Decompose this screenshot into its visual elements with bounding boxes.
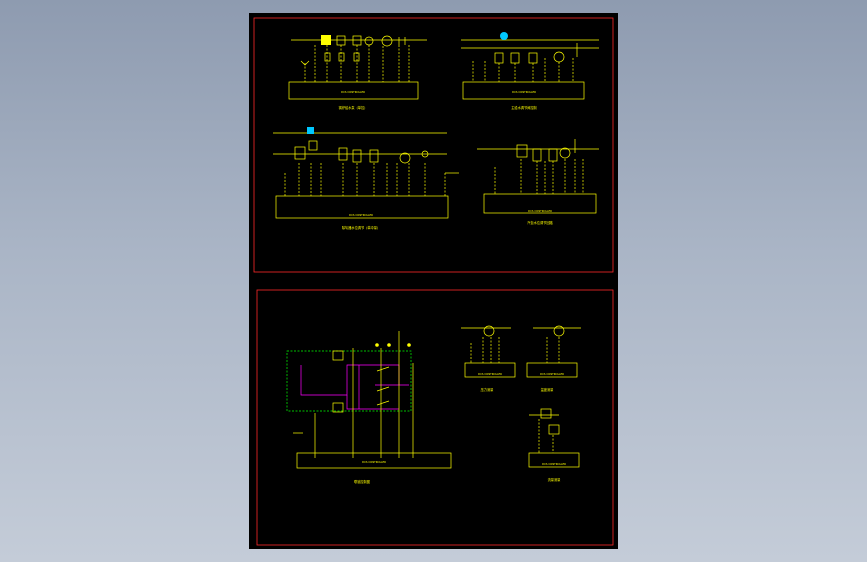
- bus-label-2: DCS CONTROLLER: [512, 90, 536, 94]
- diagram-deaerator-level: [273, 132, 459, 219]
- diagram-drum-level: [477, 139, 599, 214]
- top-panel-frame: [253, 17, 614, 273]
- caption-5: 联锁控制图: [354, 479, 370, 484]
- caption-1: 锅炉给水泵（单控）: [339, 105, 368, 110]
- level-transmitter-icon: [307, 127, 314, 134]
- bus-label-3: DCS CONTROLLER: [349, 213, 373, 217]
- bus-label-7: DCS CONTROLLER: [540, 372, 564, 376]
- caption-2: 主给水调节阀控制: [511, 105, 537, 110]
- drawing-sheet: DCS CONTROLLER 锅炉给水泵（单控） DCS CONTROLLER …: [249, 13, 618, 549]
- caption-6: 压力测量: [481, 387, 495, 392]
- cad-drawing: DCS CONTROLLER 锅炉给水泵（单控） DCS CONTROLLER …: [253, 17, 614, 546]
- diagram-pressure: [461, 325, 516, 378]
- bus-label-1: DCS CONTROLLER: [341, 90, 365, 94]
- diagram-flow: [528, 408, 580, 468]
- instrument-bubble-icon: [500, 32, 508, 40]
- bus-label-5: DCS CONTROLLER: [362, 460, 386, 464]
- diagram-feedwater-valve: [461, 39, 599, 100]
- diagram-boiler-feed-pump: [288, 35, 427, 100]
- caption-3: 除氧器水位调节（单冲量）: [342, 225, 380, 230]
- bottom-panel-frame: [256, 289, 614, 546]
- bus-label-4: DCS CONTROLLER: [528, 209, 552, 213]
- diagram-temperature: [526, 325, 581, 378]
- diagram-interlock: [286, 331, 452, 469]
- caption-4: 汽包水位调节回路: [527, 220, 553, 225]
- caption-8: 流量测量: [548, 477, 562, 482]
- bus-label-8: DCS CONTROLLER: [542, 462, 566, 466]
- caption-7: 温度测量: [541, 387, 555, 392]
- bus-label-6: DCS CONTROLLER: [478, 372, 502, 376]
